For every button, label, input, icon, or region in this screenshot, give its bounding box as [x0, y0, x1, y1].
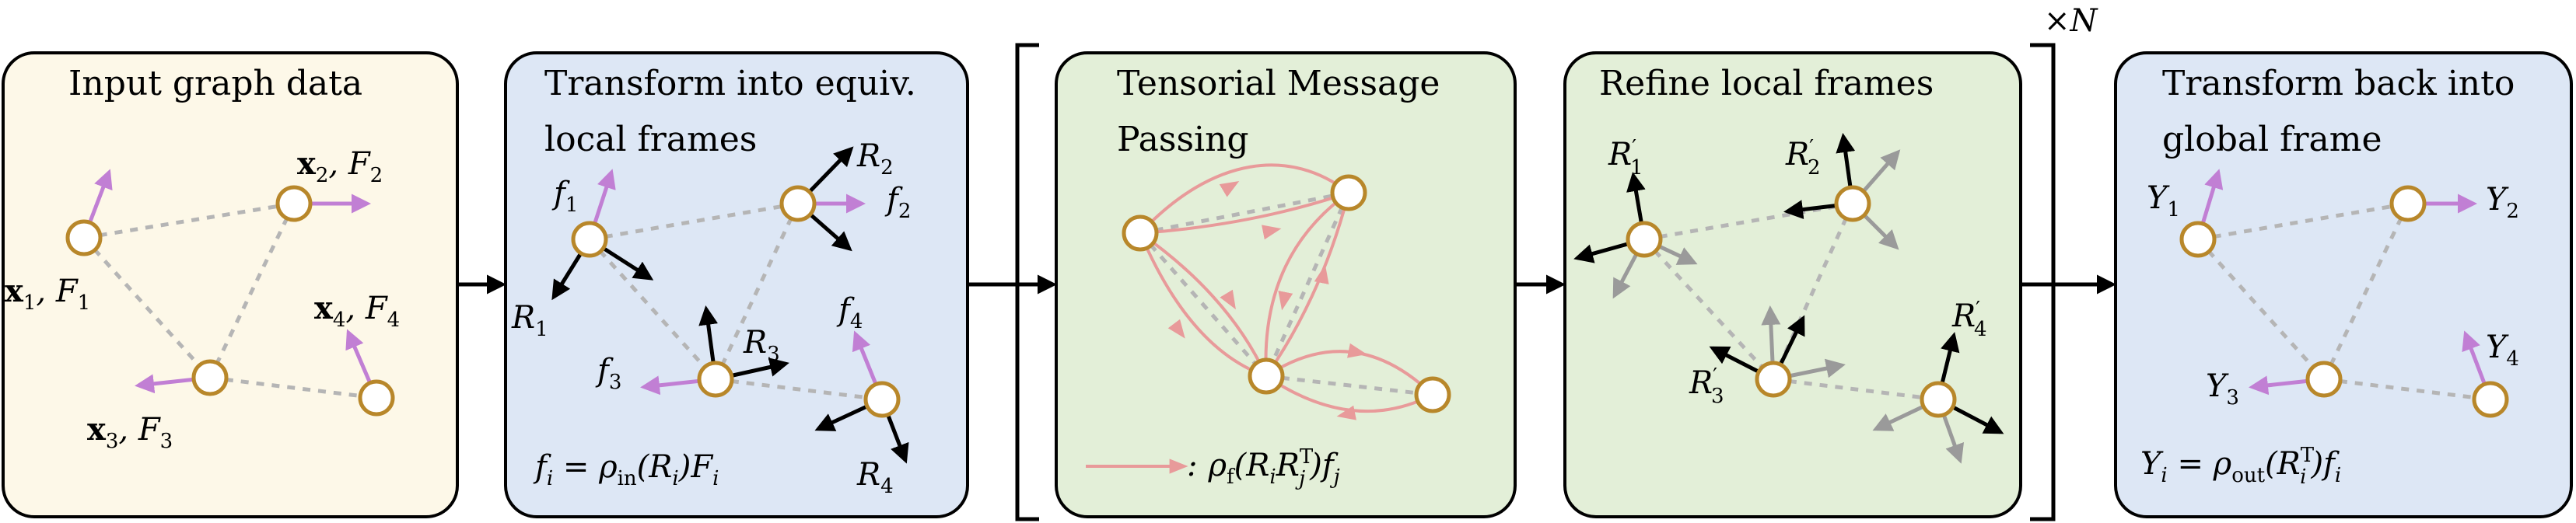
panel-global-title-2: global frame [2162, 120, 2382, 159]
node-1 [65, 219, 103, 256]
panel-transform: Transform into equiv. local frames [504, 51, 969, 518]
repeat-bracket-left [1015, 43, 1039, 521]
panel-global: Transform back into global frame Y1 Y2 Y… [2114, 51, 2573, 518]
label-f3: f3 [595, 353, 621, 394]
node-2 [275, 185, 313, 222]
panel-message-title-1: Tensorial Message [1117, 64, 1440, 103]
repeat-bracket-right [2030, 43, 2056, 521]
label-x1F1: x1, F1 [5, 273, 90, 315]
panel-global-box [2114, 51, 2573, 518]
label-R2-prime: R′2 [1785, 136, 1821, 180]
panel-refine: Refine local frames [1563, 51, 2022, 518]
panel-transform-title-1: Transform into equiv. [544, 64, 916, 103]
global-labels: Y1 Y2 Y3 Y4 [2147, 180, 2519, 410]
message-edges [1139, 190, 1433, 397]
label-R3: R3 [743, 325, 780, 366]
global-edges [2196, 201, 2491, 402]
refine-nodes [1626, 185, 1957, 418]
label-R3-prime: R′3 [1689, 364, 1724, 408]
panel-transform-title-2: local frames [544, 120, 757, 159]
repeat-label: ×N [2044, 3, 2099, 39]
message-nodes [1122, 174, 1451, 413]
panel-refine-box [1563, 51, 2022, 518]
transform-formula: fi = ρin(Ri)Fi [533, 449, 719, 490]
label-x3F3: x3, F3 [87, 411, 173, 453]
panel-message-title-2: Passing [1117, 120, 1249, 159]
node-4 [358, 379, 395, 417]
message-curves [1139, 163, 1434, 420]
input-nodes [65, 185, 395, 417]
label-R4-prime: R′4 [1951, 298, 1987, 341]
label-Y4: Y4 [2486, 329, 2519, 371]
panel-input-title: Input graph data [68, 64, 362, 103]
node-3 [191, 359, 229, 396]
input-labels: x1, F1 x2, F2 x3, F3 x4, F4 [5, 145, 400, 453]
input-edges [82, 201, 377, 400]
label-R2: R2 [856, 138, 894, 180]
label-R4: R4 [856, 457, 894, 498]
panel-message: Tensorial Message Passing [1055, 51, 1517, 518]
label-Y1: Y1 [2147, 180, 2180, 221]
panel-refine-title: Refine local frames [1599, 64, 1934, 103]
label-x2F2: x2, F2 [297, 145, 383, 187]
panel-input-graph: Input graph data x1, F1 x2, F2 x3, F3 x4… [2, 51, 459, 518]
global-nodes [2179, 185, 2509, 418]
transform-nodes [571, 185, 901, 418]
refine-labels: R′1 R′2 R′3 R′4 [1608, 136, 1987, 408]
label-R1: R1 [511, 300, 548, 341]
panel-global-title-1: Transform back into [2162, 64, 2515, 103]
label-x4F4: x4, F4 [314, 290, 400, 332]
label-Y2: Y2 [2486, 182, 2519, 223]
label-R1-prime: R′1 [1608, 136, 1643, 180]
label-Y3: Y3 [2206, 368, 2239, 410]
transform-edges [588, 201, 883, 402]
